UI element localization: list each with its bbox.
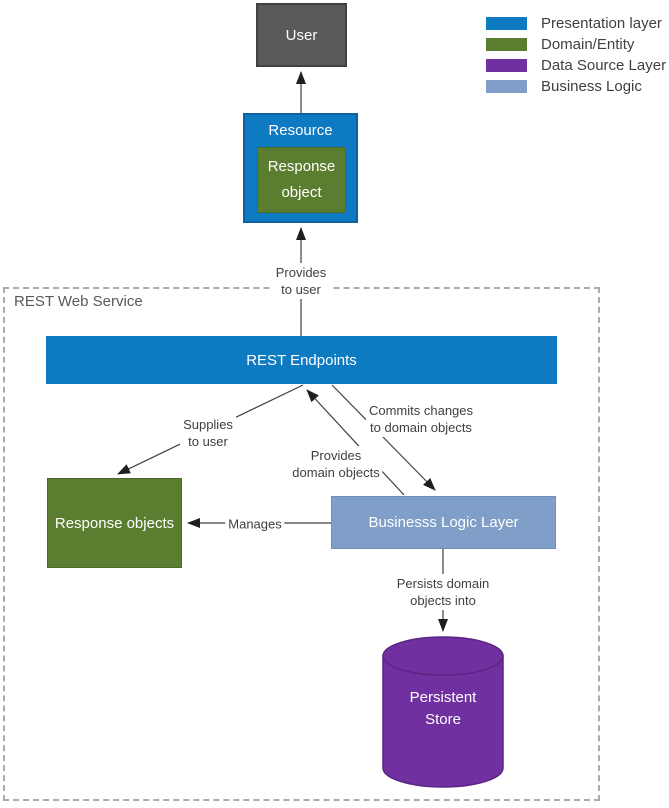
response-object-node-label: Response object [267,158,336,201]
business-logic-layer-node: Businesss Logic Layer [331,496,556,549]
data-source-layer-swatch [486,59,527,72]
legend-row-business-logic: Business Logic [486,76,666,97]
edge-label-supplies-to-user: Supplies to user [180,415,236,451]
resource-node-label: Resource [268,122,333,139]
user-node: User [256,3,347,67]
persistent-store-node: Persistent Store [381,635,505,789]
data-source-layer-label: Data Source Layer [541,57,667,74]
edge-label-commits-changes: Commits changes to domain objects [365,401,477,437]
persistent-store-node-label: Persistent Store [409,689,477,728]
business-logic-label: Business Logic [541,78,642,95]
database-cylinder-icon [382,636,504,788]
rest-endpoints-node-label: REST Endpoints [246,351,357,369]
presentation-layer-swatch [486,17,527,30]
domain-entity-label: Domain/Entity [541,36,635,53]
user-node-label: User [285,26,318,44]
response-object-node: Response object [257,147,346,213]
business-logic-layer-node-label: Businesss Logic Layer [368,514,519,531]
legend-row-presentation-layer: Presentation layer [486,13,666,34]
legend-row-domain-entity: Domain/Entity [486,34,666,55]
legend-row-data-source-layer: Data Source Layer [486,55,666,76]
edge-label-provides-domain-objects: Provides domain objects [289,446,383,482]
resource-node: Resource Response object [243,113,358,223]
response-objects-node-label: Response objects [54,514,175,532]
business-logic-swatch [486,80,527,93]
domain-entity-swatch [486,38,527,51]
edge-label-persists-domain: Persists domain objects into [393,574,493,610]
edge-label-provides-to-user: Provides to user [272,263,330,299]
rest-endpoints-node: REST Endpoints [46,336,557,384]
rest-web-service-label: REST Web Service [14,293,143,310]
legend: Presentation layer Domain/Entity Data So… [486,13,666,97]
presentation-layer-label: Presentation layer [541,15,662,32]
response-objects-node: Response objects [47,478,182,568]
edge-label-manages: Manages [225,514,285,534]
